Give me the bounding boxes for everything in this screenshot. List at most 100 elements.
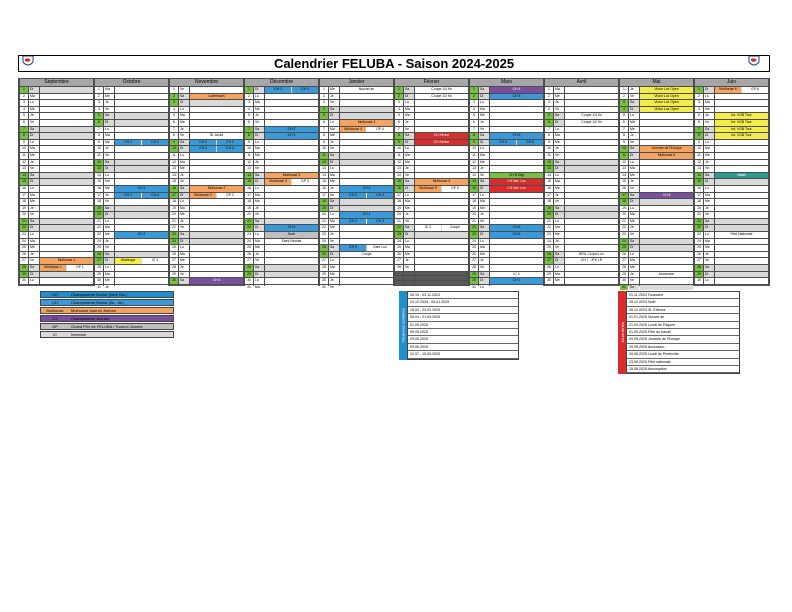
event-badge[interactable]: Coupe 1/4 fin	[565, 113, 618, 119]
event-badge[interactable]: CH 1	[115, 192, 141, 199]
event-badge[interactable]: Journee de l'Europe	[640, 146, 693, 152]
event-badge[interactable]: Gare Lux	[367, 245, 393, 251]
event-badge[interactable]: CH 2	[340, 192, 366, 199]
event-badge[interactable]: CH 3	[217, 146, 243, 152]
event-badge[interactable]: CH 2	[292, 87, 318, 93]
event-badge[interactable]: CH Nat. Lux	[490, 185, 543, 192]
event-badge[interactable]: CH 4	[142, 192, 168, 199]
event-badge[interactable]: CH 2	[265, 126, 318, 133]
event-badge[interactable]: CH 8	[640, 192, 693, 199]
event-badge[interactable]: Mulhouse 3	[265, 172, 318, 179]
event-badge[interactable]: CH 1	[340, 212, 393, 218]
event-badge[interactable]: Mulhouse 6	[715, 87, 741, 93]
event-badge[interactable]: Mulhouse 6	[640, 152, 693, 159]
event-badge[interactable]: CH 1	[190, 146, 216, 152]
event-badge[interactable]: CH 7	[490, 278, 543, 284]
event-badge[interactable]: Victor Lux Open	[640, 100, 693, 106]
event-badge[interactable]: Mulhouse 2	[190, 192, 216, 199]
event-badge[interactable]: Mulhouse 4	[340, 126, 366, 133]
event-badge[interactable]: CH 3	[340, 185, 393, 192]
event-badge[interactable]: IC 4	[490, 271, 543, 278]
event-badge[interactable]: CH 6	[490, 232, 543, 238]
event-badge[interactable]: CH 3	[367, 218, 393, 225]
